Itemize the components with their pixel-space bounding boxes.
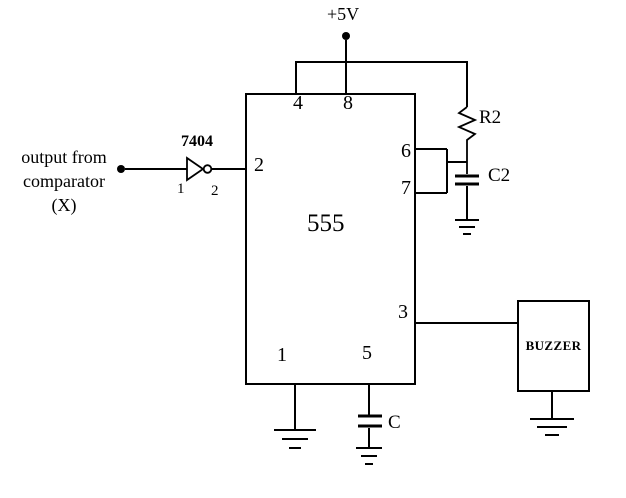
ground-symbol-c	[356, 447, 382, 465]
buzzer-label: BUZZER	[525, 338, 582, 353]
inverter-output-pin-label: 2	[211, 183, 219, 199]
pin1-label: 1	[277, 344, 287, 366]
resistor-r2-zigzag	[456, 106, 478, 174]
ground-symbol-c2	[455, 219, 479, 235]
inverter-part-label: 7404	[181, 133, 213, 150]
inverter-triangle	[186, 156, 205, 182]
resistor-r2-label: R2	[479, 107, 502, 128]
source-label-line1: output from	[21, 147, 107, 167]
ic-part-label: 555	[307, 210, 345, 237]
input-node	[117, 165, 125, 173]
buzzer-body	[517, 300, 590, 392]
source-label-line2: comparator	[23, 171, 105, 191]
pin6-label: 6	[401, 140, 411, 162]
source-label-line3: (X)	[51, 195, 77, 215]
power-label: +5V	[327, 4, 360, 24]
pin2-label: 2	[254, 154, 264, 176]
pin7-label: 7	[401, 177, 411, 199]
pin5-label: 5	[362, 342, 372, 364]
inverter-bubble	[202, 164, 213, 174]
capacitor-c2-label: C2	[488, 165, 511, 186]
pin8-label: 8	[343, 92, 353, 114]
inverter-input-pin-label: 1	[177, 181, 185, 197]
ic-555-body	[245, 93, 416, 385]
vcc-node	[342, 32, 350, 40]
capacitor-c-label: C	[388, 412, 401, 433]
ground-symbol-buzzer	[530, 418, 574, 436]
pin4-label: 4	[293, 92, 303, 114]
ground-symbol-pin1	[274, 429, 316, 449]
source-label: output from comparator (X)	[8, 145, 120, 217]
pin3-label: 3	[398, 301, 408, 323]
power-bus-wire	[295, 61, 468, 107]
